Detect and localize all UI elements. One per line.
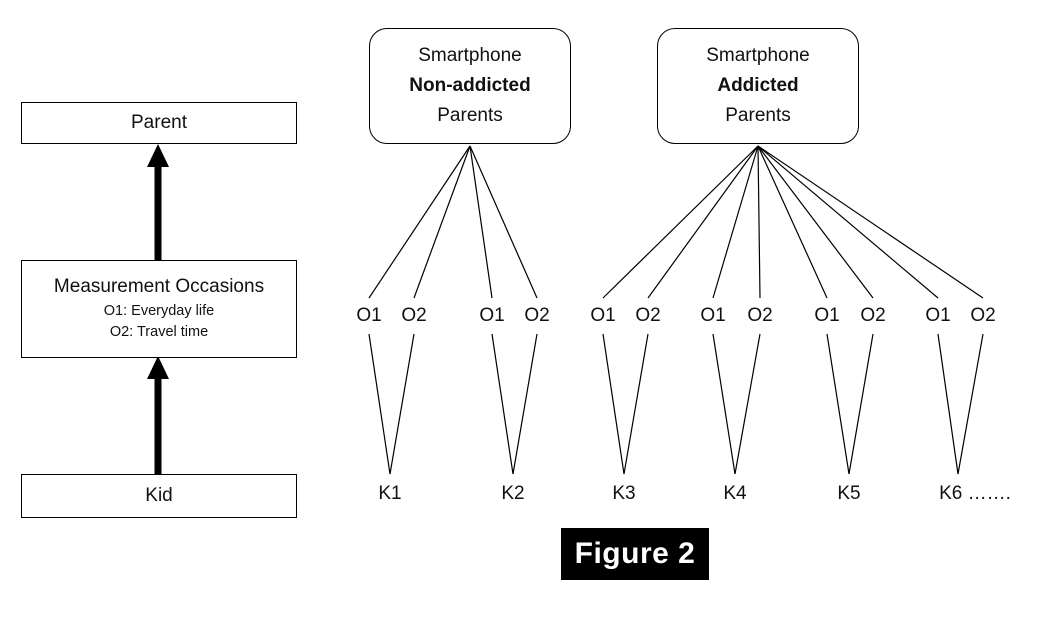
- occasion-label-k1-o2: O2: [401, 305, 427, 326]
- occasion-label-k4-o2: O2: [747, 305, 773, 326]
- fan-lines-addicted: [602, 145, 984, 299]
- arrow-measurement-to-parent: [147, 144, 169, 260]
- level-box-measurement-occasions: Measurement Occasions O1: Everyday life …: [21, 260, 297, 358]
- occasion-label-k4-o1: O1: [700, 305, 726, 326]
- kid-label-k3: K3: [612, 483, 636, 504]
- kid-label-k5: K5: [837, 483, 861, 504]
- group-box-non-addicted-parents: Smartphone Non-addicted Parents: [369, 28, 571, 144]
- kid-label-k4: K4: [723, 483, 747, 504]
- occasion-label-k3-o2: O2: [635, 305, 661, 326]
- occasion-label-k5-o1: O1: [814, 305, 840, 326]
- occasion-label-k2-o2: O2: [524, 305, 550, 326]
- kid-label-k6: K6 …….: [939, 484, 1011, 503]
- level-title-parent: Parent: [131, 112, 187, 133]
- group-line-non-addicted: Non-addicted: [409, 75, 531, 96]
- kid-label-k6-ellipsis: …….: [962, 483, 1011, 504]
- group-line-addicted: Addicted: [717, 75, 799, 96]
- group-line-smartphone: Smartphone: [418, 45, 522, 66]
- fan-lines-non-addicted: [368, 145, 538, 299]
- group-line-parents: Parents: [725, 105, 791, 126]
- occasion-label-k1-o1: O1: [356, 305, 382, 326]
- figure-caption-text: Figure 2: [574, 537, 696, 570]
- group-line-parents: Parents: [437, 105, 503, 126]
- occasion-label-k6-o2: O2: [970, 305, 996, 326]
- group-line-smartphone: Smartphone: [706, 45, 810, 66]
- level-box-parent: Parent: [21, 102, 297, 144]
- occasion-label-k6-o1: O1: [925, 305, 951, 326]
- occasion-label-k5-o2: O2: [860, 305, 886, 326]
- occasion-label-k2-o1: O1: [479, 305, 505, 326]
- occasion-label-k3-o1: O1: [590, 305, 616, 326]
- kid-label-k2: K2: [501, 483, 525, 504]
- level-title-measurement-occasions: Measurement Occasions: [53, 276, 265, 297]
- level-title-kid: Kid: [145, 485, 173, 506]
- level-box-kid: Kid: [21, 474, 297, 518]
- arrow-kid-to-measurement: [147, 356, 169, 474]
- v-lines-occasions-to-kids: [368, 333, 984, 475]
- level-subline-o2: O2: Travel time: [109, 324, 209, 340]
- level-subline-o1: O1: Everyday life: [103, 303, 215, 319]
- group-box-addicted-parents: Smartphone Addicted Parents: [657, 28, 859, 144]
- kid-label-k6-text: K6: [939, 483, 963, 504]
- kid-label-k1: K1: [378, 483, 402, 504]
- figure-caption: Figure 2: [561, 528, 709, 580]
